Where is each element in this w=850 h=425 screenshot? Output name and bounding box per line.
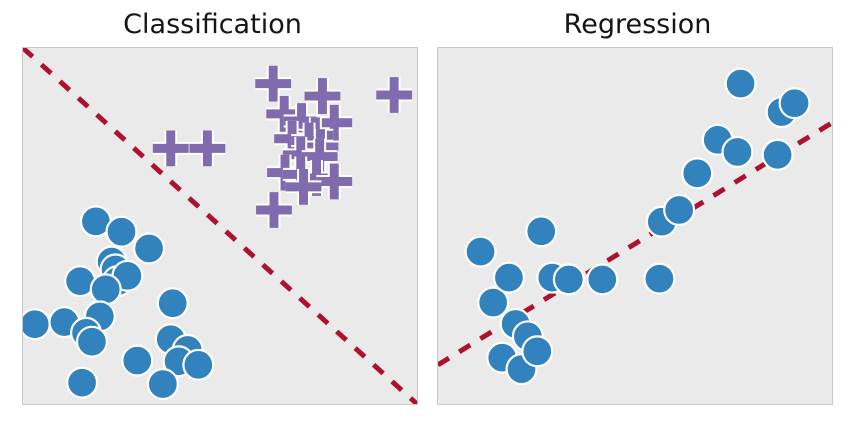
panel-classification: Classification	[22, 9, 418, 405]
series-class-1	[152, 65, 413, 228]
data-point-cross	[285, 168, 322, 205]
axes-classification	[22, 47, 418, 405]
data-point-circle	[521, 335, 554, 368]
data-point-circle	[182, 348, 215, 381]
panel-regression: Regression	[425, 0, 850, 425]
data-point-circle	[525, 215, 558, 248]
axes-regression	[437, 47, 833, 405]
data-point-circle	[778, 87, 811, 120]
panel-title-regression: Regression	[563, 9, 712, 40]
series-observations	[464, 67, 811, 386]
data-point-circle	[552, 263, 585, 296]
data-point-circle	[23, 308, 51, 341]
data-point-cross	[316, 163, 353, 200]
data-point-cross	[152, 130, 189, 167]
plot-area-regression	[438, 67, 832, 386]
data-point-circle	[146, 368, 179, 401]
panel-title-classification: Classification	[123, 9, 302, 40]
data-point-cross	[376, 77, 413, 113]
data-point-circle	[663, 193, 696, 226]
data-point-cross	[256, 192, 292, 228]
data-point-circle	[464, 235, 497, 268]
data-point-circle	[643, 262, 676, 295]
plot-area-classification	[23, 48, 417, 404]
data-point-cross	[189, 130, 226, 167]
data-point-circle	[156, 287, 189, 320]
data-point-circle	[721, 135, 754, 168]
series-class-0	[23, 205, 215, 401]
data-point-circle	[681, 157, 714, 190]
data-point-circle	[492, 261, 525, 294]
data-point-cross	[304, 78, 341, 114]
data-point-circle	[761, 138, 794, 171]
data-point-circle	[724, 67, 757, 100]
data-point-cross	[316, 104, 353, 141]
data-point-circle	[89, 273, 122, 306]
data-point-circle	[121, 344, 154, 377]
data-point-circle	[477, 286, 510, 319]
data-point-circle	[586, 263, 619, 296]
data-point-circle	[105, 215, 138, 248]
data-point-circle	[66, 366, 99, 399]
data-point-circle	[133, 232, 166, 265]
data-point-circle	[75, 325, 108, 358]
data-point-cross	[255, 65, 292, 102]
